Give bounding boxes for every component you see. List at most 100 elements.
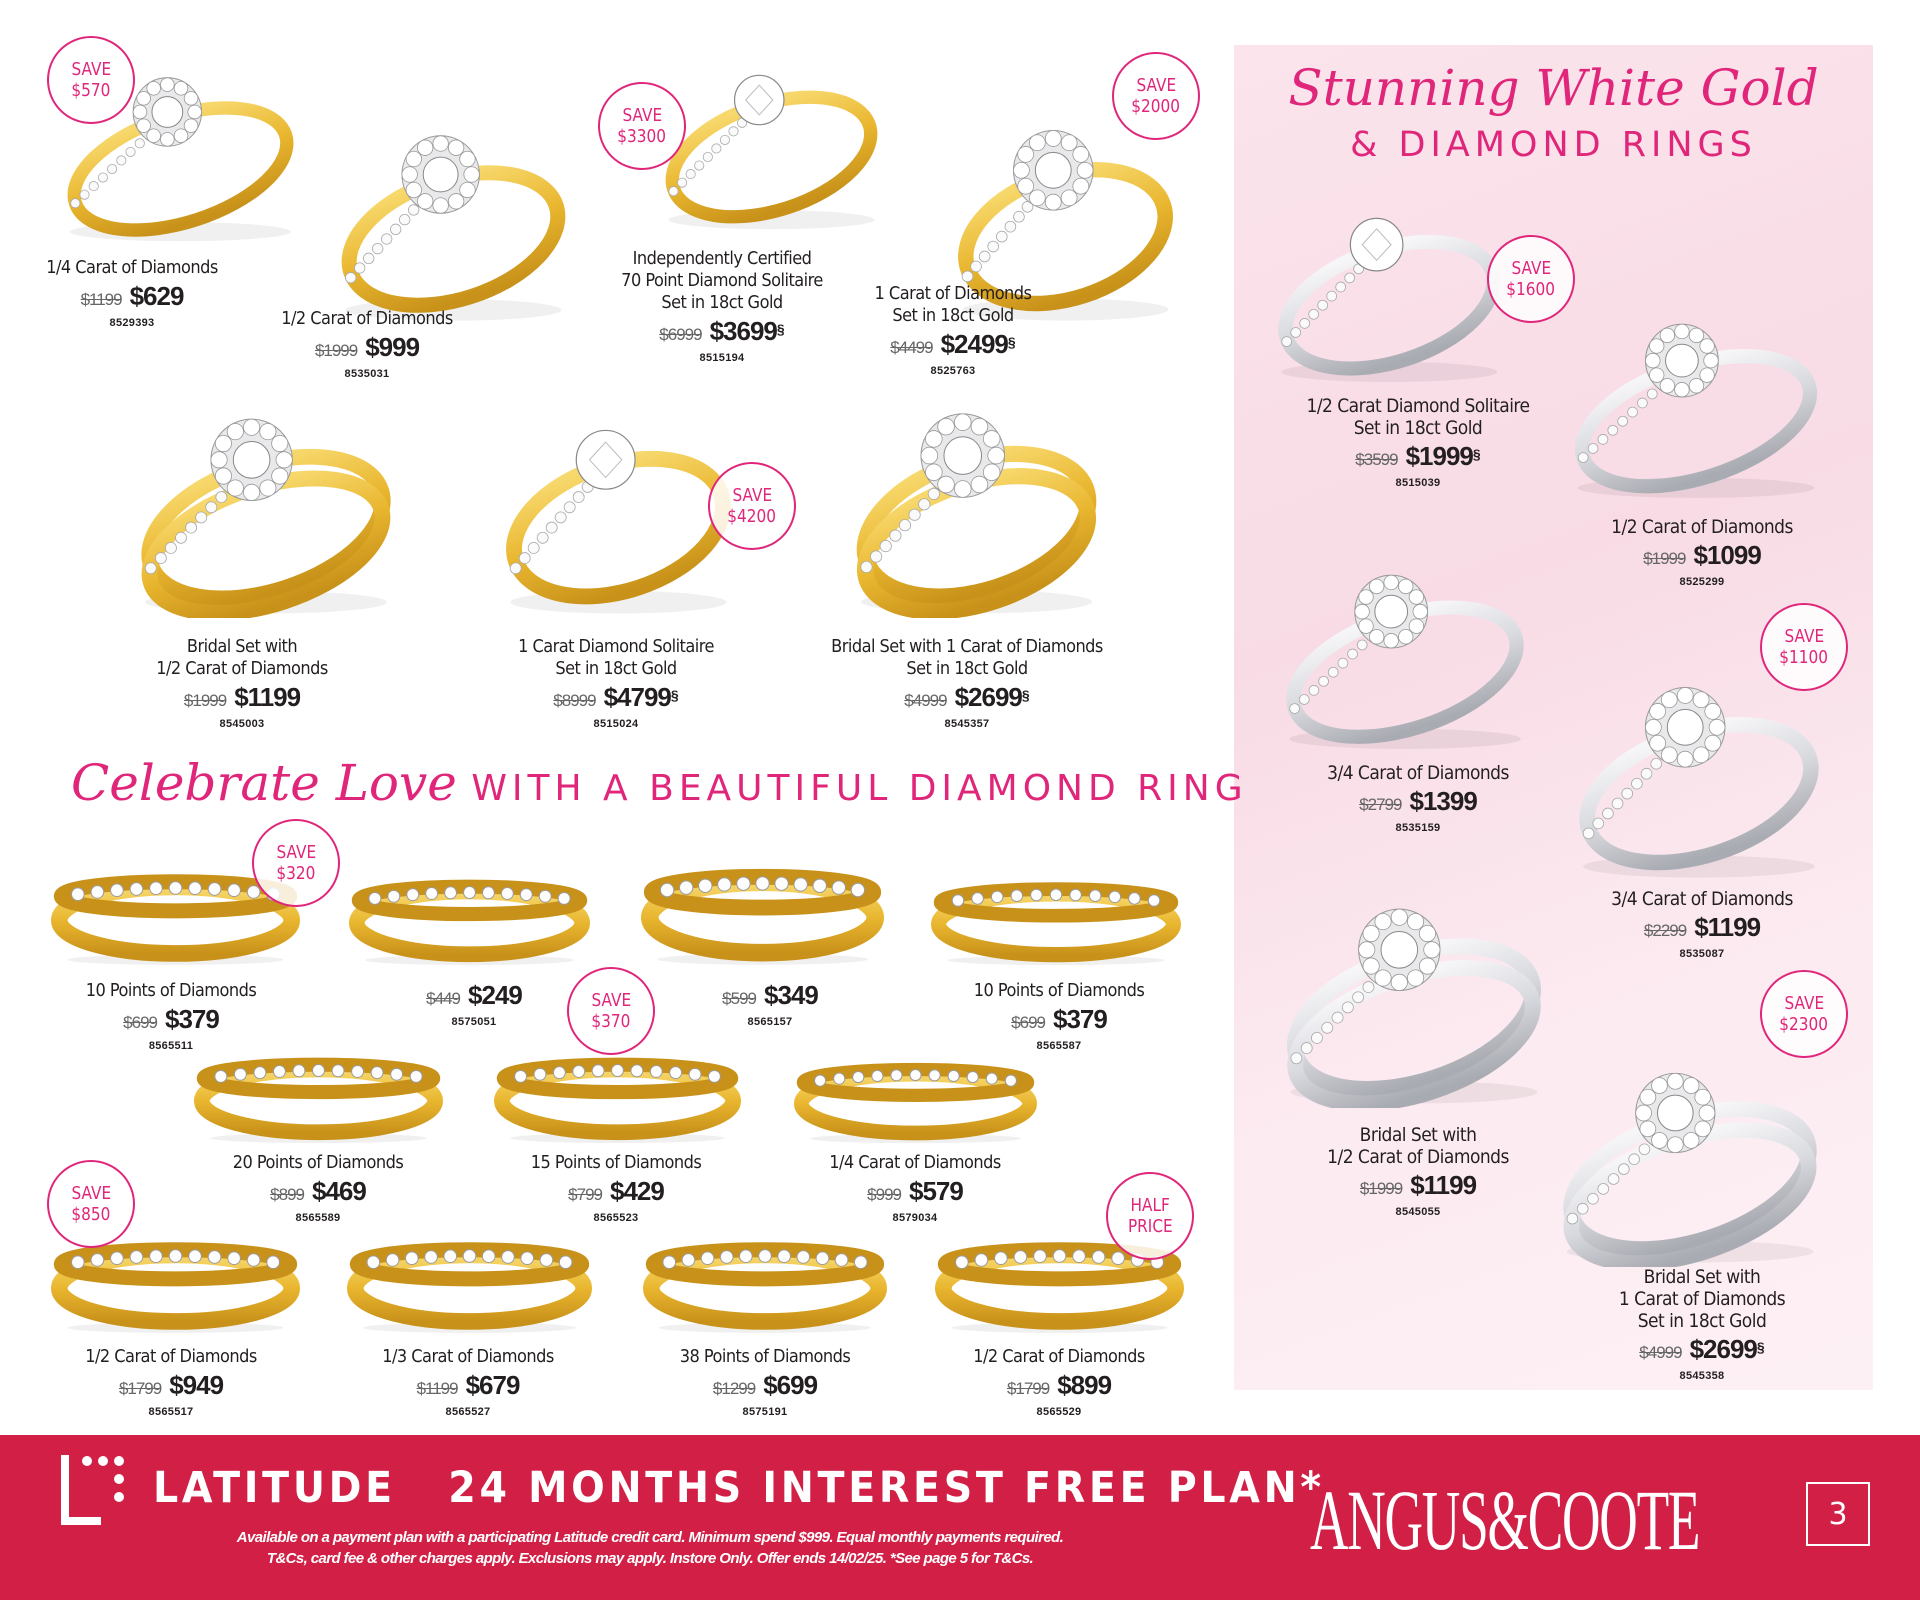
- ring-image[interactable]: [943, 104, 1188, 325]
- angus-coote-logo: ANGUS&COOTE: [1310, 1472, 1700, 1568]
- price-row: $1199$679: [373, 1370, 564, 1405]
- badge-amount: $1600: [1506, 279, 1556, 300]
- product-code: 8515024: [593, 718, 639, 730]
- price-row: $599$349: [722, 980, 819, 1015]
- product-title-line: 38 Points of Diamonds: [679, 1346, 851, 1367]
- sale-price: $1999: [1405, 441, 1474, 471]
- price-row: $1799 $899: [964, 1370, 1155, 1405]
- price-row: $4499$2499§: [866, 329, 1040, 364]
- white-gold-ring-image[interactable]: [1555, 300, 1837, 502]
- badge-amount: $320: [276, 863, 316, 884]
- latitude-logo-icon: [61, 1455, 124, 1525]
- badge-line: SAVE: [1511, 258, 1551, 279]
- original-price: $3599: [1355, 450, 1398, 469]
- price-row: $4999$2699§: [816, 682, 1118, 717]
- product-title-line: 1/2 Carat of Diamonds: [281, 308, 453, 329]
- panel-caps-title: & DIAMOND RINGS: [1350, 125, 1757, 165]
- product-title-line: Set in 18ct Gold: [1353, 417, 1483, 439]
- section-heading-caps: WITH A BEAUTIFUL DIAMOND RING: [471, 768, 1248, 809]
- product-title-line: Set in 18ct Gold: [661, 292, 783, 313]
- save-badge: SAVE$2000: [1112, 52, 1200, 140]
- ring-image[interactable]: [839, 386, 1114, 618]
- product-title-line: 1/2 Carat of Diamonds: [973, 1346, 1145, 1367]
- latitude-wordmark: LATITUDE: [153, 1463, 396, 1513]
- price-row: $999$579: [820, 1176, 1011, 1211]
- interest-free-headline: LATITUDE 24 MONTHS INTEREST FREE PLAN*: [153, 1463, 1325, 1513]
- band-ring-image[interactable]: [637, 857, 888, 967]
- price-row: $8999$4799§: [507, 682, 725, 717]
- original-price: $1199: [80, 290, 123, 309]
- product-title-line: 1 Carat of Diamonds: [874, 283, 1032, 304]
- band-ring-image[interactable]: [931, 1231, 1188, 1335]
- original-price: $1799: [118, 1379, 162, 1398]
- band-ring-image[interactable]: [190, 1047, 447, 1145]
- band-ring-image[interactable]: [639, 1231, 891, 1335]
- band-ring-image[interactable]: [47, 1231, 304, 1335]
- price-footnote-mark: §: [1021, 687, 1030, 703]
- product-code: 8545358: [1679, 1370, 1725, 1382]
- original-price: $899: [270, 1185, 305, 1204]
- price-row: $2799$1399: [1317, 786, 1519, 821]
- band-ring-image[interactable]: [927, 872, 1185, 967]
- section-heading: Celebrate Love WITH A BEAUTIFUL DIAMOND …: [71, 754, 1248, 812]
- sale-price: $899: [1057, 1370, 1112, 1400]
- price-row: $899$469: [223, 1176, 413, 1211]
- product-title-line: 1 Carat Diamond Solitaire: [518, 636, 714, 657]
- original-price: $1799: [1006, 1379, 1050, 1398]
- band-ring-image[interactable]: [790, 1053, 1041, 1145]
- sale-price: $3699: [709, 316, 778, 346]
- product-code: 8579034: [892, 1212, 938, 1224]
- ring-image[interactable]: [49, 55, 312, 245]
- band-ring-image[interactable]: [343, 1231, 596, 1335]
- save-badge: SAVE$570: [47, 36, 135, 124]
- ring-image[interactable]: [325, 110, 582, 325]
- badge-amount: $4200: [727, 506, 777, 527]
- original-price: $799: [568, 1185, 603, 1204]
- band-ring-image[interactable]: [490, 1047, 745, 1145]
- sale-price: $949: [169, 1370, 224, 1400]
- original-price: $2299: [1643, 921, 1687, 940]
- badge-amount: $2000: [1131, 96, 1181, 117]
- sale-price: $579: [908, 1176, 964, 1206]
- price-row: $1999$1199: [1317, 1170, 1519, 1205]
- product-title-line: Bridal Set with: [1359, 1124, 1477, 1146]
- product-title-line: Set in 18ct Gold: [906, 658, 1028, 679]
- sale-price: $2699: [1689, 1334, 1758, 1364]
- white-gold-ring-image[interactable]: [1267, 551, 1543, 753]
- product-code: 8575191: [742, 1406, 788, 1418]
- white-gold-ring-image[interactable]: [1267, 882, 1561, 1108]
- white-gold-ring-image[interactable]: [1543, 1047, 1837, 1267]
- band-ring-image[interactable]: [345, 869, 594, 967]
- original-price: $4999: [904, 691, 947, 710]
- sale-price: $1099: [1693, 540, 1761, 570]
- price-row: $1299$699: [670, 1370, 860, 1405]
- white-gold-ring-image[interactable]: [1561, 661, 1837, 882]
- ring-image[interactable]: [649, 43, 894, 233]
- product-title-line: 70 Point Diamond Solitaire: [621, 270, 823, 291]
- ring-image[interactable]: [122, 392, 410, 618]
- product-code: 8565529: [1036, 1406, 1082, 1418]
- product-title-line: 1/2 Carat of Diamonds: [156, 658, 328, 679]
- fine-print-line-1: Available on a payment plan with a parti…: [236, 1529, 1064, 1546]
- panel-script-title: Stunning White Gold: [1288, 59, 1819, 117]
- product-title-line: 1/2 Carat of Diamonds: [1611, 516, 1793, 538]
- ring-image[interactable]: [490, 392, 747, 618]
- badge-amount: $850: [71, 1204, 111, 1225]
- price-row: $699$379: [76, 1004, 266, 1039]
- product-title-line: 20 Points of Diamonds: [232, 1152, 404, 1173]
- sale-price: $379: [1052, 1004, 1108, 1034]
- white-gold-ring-image[interactable]: [1261, 184, 1518, 386]
- sale-price: $349: [763, 980, 819, 1010]
- badge-line: SAVE: [1136, 75, 1176, 96]
- fine-print-line-2: T&Cs, card fee & other charges apply. Ex…: [266, 1550, 1034, 1567]
- price-footnote-mark: §: [1007, 334, 1016, 350]
- product-code: 8545055: [1395, 1206, 1441, 1218]
